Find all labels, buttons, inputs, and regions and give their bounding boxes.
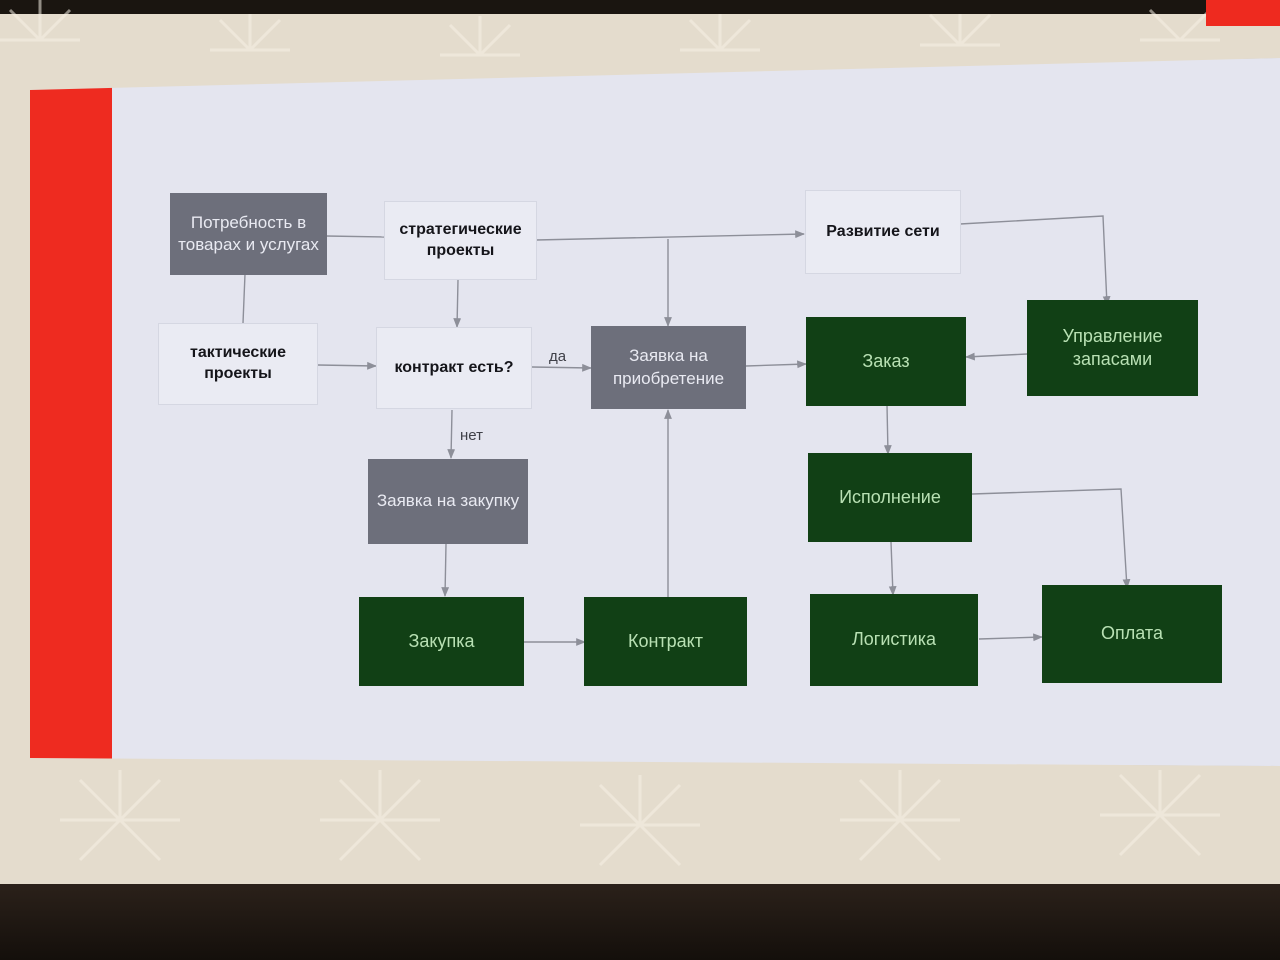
edge-contract-acq-yes <box>531 363 592 372</box>
node-tactical-label: тактические проекты <box>189 344 287 382</box>
edge-acq-order <box>745 360 807 369</box>
node-acq-request: Заявка на приобретение <box>591 326 746 409</box>
node-purchase-request: Заявка на закупку <box>368 459 528 544</box>
edge-strategic-contract <box>453 279 462 328</box>
edge-tactical-contract <box>317 361 377 370</box>
node-purchase: Закупка <box>359 597 524 686</box>
node-payment-label: Оплата <box>1101 623 1163 644</box>
node-order: Заказ <box>806 317 966 406</box>
edge-network-inventory <box>959 215 1111 306</box>
edge-label-yes: да <box>549 348 567 365</box>
node-need: Потребность в товарах и услугах <box>170 193 327 275</box>
node-network-label: Развитие сети <box>826 222 940 240</box>
node-contract-exists-label: контракт есть? <box>394 358 514 376</box>
node-contract-label: Контракт <box>627 630 704 651</box>
node-logistics-label: Логистика <box>851 629 937 650</box>
node-purchase-request-label: Заявка на закупку <box>376 491 520 511</box>
node-contract-exists: контракт есть? <box>376 327 532 409</box>
node-strategic: стратегические проекты <box>384 201 537 280</box>
edge-need-tactical <box>242 273 246 324</box>
node-strategic-label: стратегические проекты <box>399 220 522 259</box>
node-network: Развитие сети <box>805 190 961 274</box>
edge-need-strategic <box>325 235 386 238</box>
node-tactical: тактические проекты <box>158 323 318 405</box>
node-payment: Оплата <box>1042 585 1222 683</box>
node-inventory: Управление запасами <box>1027 300 1198 396</box>
node-inventory-label: Управление запасами <box>1062 325 1163 369</box>
corner-red-mark <box>1206 0 1280 26</box>
edge-order-execution <box>883 404 892 455</box>
brand-strip <box>30 58 112 766</box>
edge-logistics-payment <box>978 633 1043 642</box>
node-need-label: Потребность в товарах и услугах <box>178 212 319 254</box>
node-order-label: Заказ <box>862 350 910 371</box>
node-contract: Контракт <box>584 597 747 686</box>
edge-purchasereq-purchase <box>441 543 450 597</box>
node-purchase-label: Закупка <box>408 630 475 651</box>
edge-execution-logistics <box>888 541 897 596</box>
audience-shadow <box>0 884 1280 960</box>
node-acq-request-label: Заявка на приобретение <box>612 346 725 388</box>
node-execution-label: Исполнение <box>839 486 941 507</box>
node-logistics: Логистика <box>810 594 978 686</box>
edge-inventory-order <box>965 352 1028 361</box>
edge-strategic-network <box>535 230 805 241</box>
node-execution: Исполнение <box>808 453 972 542</box>
edge-label-no: нет <box>460 427 483 444</box>
edge-contract-purchase-req-no <box>447 409 456 459</box>
edge-execution-payment <box>971 488 1131 589</box>
